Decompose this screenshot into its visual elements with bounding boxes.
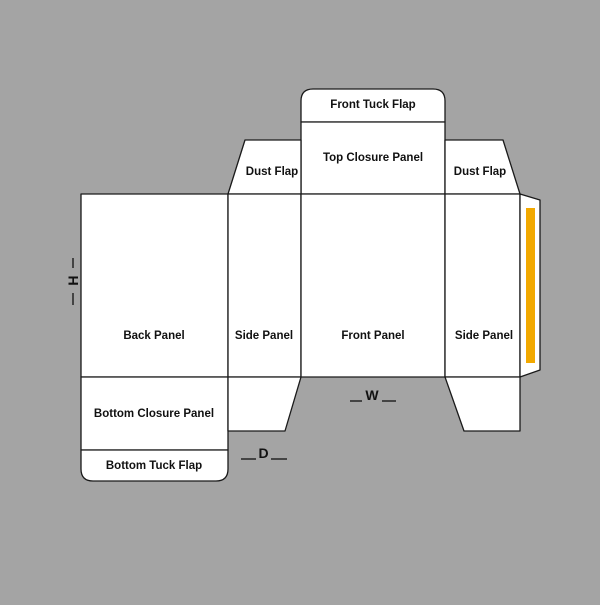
back-panel [80,193,229,378]
bottom-dust-flap-left [227,376,302,432]
bottom-tuck-flap-label: Bottom Tuck Flap [106,460,202,472]
side-panel-right [444,193,521,378]
width-dimension-label: W [365,387,379,403]
side-panel-left-label: Side Panel [235,330,293,342]
front-tuck-flap-label: Front Tuck Flap [330,99,415,111]
front-panel [300,193,446,378]
side-panel-left [227,193,302,378]
bottom-dust-flap-right [444,376,521,432]
side-panel-right-label: Side Panel [455,330,513,342]
depth-dimension-label: D [258,445,268,461]
bottom-closure-panel-label: Bottom Closure Panel [94,408,214,420]
dust-flap-right-label: Dust Flap [454,166,506,178]
height-dimension-label: H [65,275,81,285]
top-closure-panel [300,121,446,195]
top-closure-panel-label: Top Closure Panel [323,152,423,164]
bottom-tuck-flap [80,449,229,482]
front-panel-label: Front Panel [341,330,404,342]
back-panel-label: Back Panel [123,330,184,342]
bottom-closure-panel [80,376,229,451]
dust-flap-left-label: Dust Flap [246,166,298,178]
glue-strip [526,208,535,363]
front-tuck-flap [300,88,446,123]
